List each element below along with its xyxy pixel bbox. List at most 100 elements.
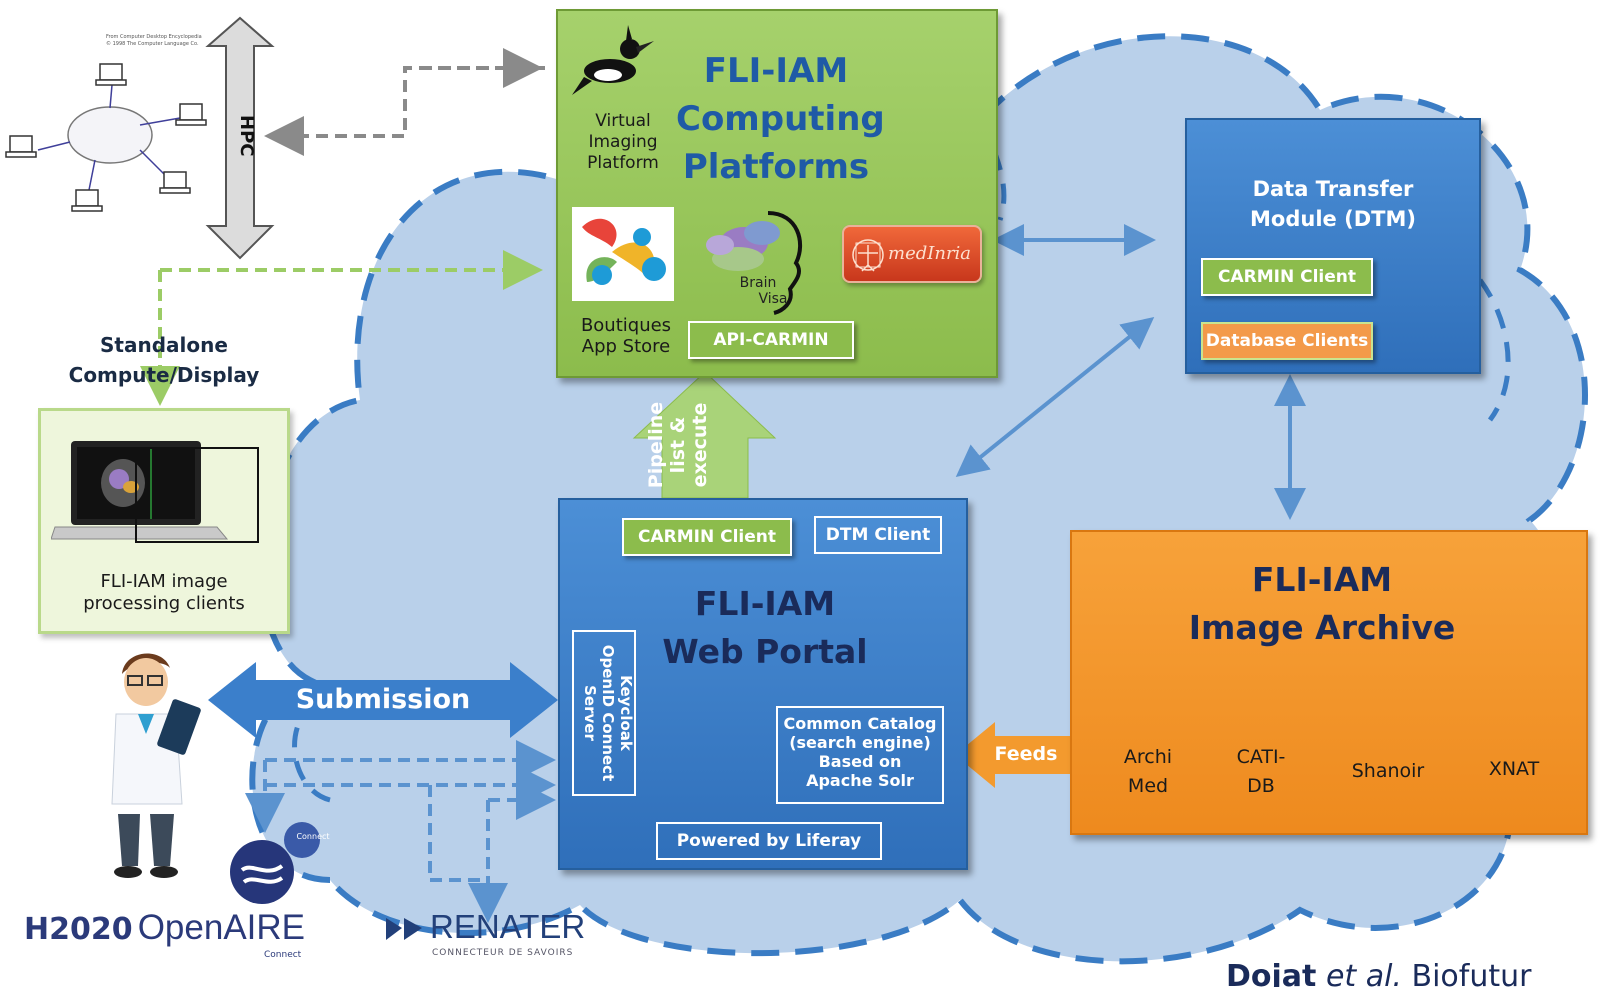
hpc-double-arrow <box>205 16 275 260</box>
brainvisa-label-line: Visa <box>758 291 788 307</box>
web-portal-box: CARMIN Client DTM Client FLI-IAM Web Por… <box>558 498 968 870</box>
portal-title-line: FLI-IAM <box>694 584 836 623</box>
computing-title-line: FLI-IAM <box>703 51 849 91</box>
api-carmin-chip: API-CARMIN <box>688 321 854 359</box>
pipeline-label-line: list & <box>667 416 689 474</box>
client-label-line: FLI-IAM image <box>100 571 228 592</box>
database-xnat: XNAT <box>1466 756 1562 786</box>
database-archimed: Archi Med <box>1092 744 1204 804</box>
portal-title-line: Web Portal <box>662 632 868 671</box>
boutiques-logo-icon <box>572 207 674 301</box>
portal-title: FLI-IAM Web Portal <box>640 580 890 676</box>
database-label-line: Med <box>1127 775 1169 797</box>
computer-icon <box>5 63 207 212</box>
connect-badge-label: Connect <box>296 832 330 841</box>
boutiques-label-line: Boutiques <box>580 315 672 336</box>
client-label-line: processing clients <box>83 593 245 614</box>
openaire-connect-icon <box>230 822 320 904</box>
dtm-title-line: Data Transfer <box>1252 177 1414 201</box>
openaire-label: OpenAIRE <box>137 908 306 947</box>
hpc-doc-line: From Computer Desktop Encyclopedia <box>106 34 202 40</box>
standalone-label-line: Standalone <box>100 333 228 357</box>
database-label-line: Shanoir <box>1351 760 1425 782</box>
keycloak-line: Keycloak <box>617 675 635 751</box>
liferay-chip: Powered by Liferay <box>656 822 882 860</box>
standalone-label-line: Compute/Display <box>68 363 260 387</box>
database-label-line: DB <box>1247 775 1275 797</box>
h2020-label: H2020 <box>24 912 133 947</box>
openaire-logo: H2020 OpenAIRE Connect <box>24 908 364 968</box>
catalog-line: (search engine) <box>789 733 931 752</box>
submission-arrow <box>208 662 558 738</box>
magpie-icon <box>572 25 654 95</box>
boutiques-label: Boutiques App Store <box>568 315 684 357</box>
pipeline-label: Pipeline list & execute <box>640 400 740 490</box>
archive-title-line: FLI-IAM <box>1251 560 1393 599</box>
vip-label-line: Virtual <box>595 111 651 131</box>
keycloak-box: Keycloak OpenID Connect Server <box>572 630 636 796</box>
medinria-label: medInria <box>888 243 972 264</box>
dtm-box: Data Transfer Module (DTM) CARMIN Client… <box>1185 118 1481 374</box>
standalone-client-box: FLI-IAM image processing clients <box>38 408 290 634</box>
brainvisa-label: Brain Visa <box>708 275 808 307</box>
keycloak-line: OpenID Connect <box>599 644 617 782</box>
screen-frame <box>135 447 259 543</box>
database-shanoir: Shanoir <box>1333 758 1443 788</box>
client-label: FLI-IAM image processing clients <box>41 571 287 615</box>
citation-etal: et al. <box>1325 959 1402 987</box>
vip-label-line: Imaging <box>588 132 658 152</box>
archive-title-line: Image Archive <box>1188 608 1456 647</box>
archive-title: FLI-IAM Image Archive <box>1112 556 1532 652</box>
hpc-doc-caption: From Computer Desktop Encyclopedia © 199… <box>106 34 256 48</box>
vip-label-line: Platform <box>587 153 659 173</box>
renater-emblem-icon <box>386 918 422 940</box>
computing-platforms-box: Virtual Imaging Platform FLI-IAM Computi… <box>556 9 998 378</box>
submission-label: Submission <box>295 684 471 715</box>
hpc-doc-line: © 1998 The Computer Language Co. <box>106 41 199 47</box>
hpc-network <box>37 84 181 196</box>
openaire-sub-label: Connect <box>264 950 302 960</box>
pipeline-label-line: execute <box>689 402 711 488</box>
computing-title-line: Computing <box>676 99 885 139</box>
citation-journal: Biofutur <box>1411 959 1532 987</box>
hpc-link-arrow <box>264 66 545 156</box>
database-clients-chip: Database Clients <box>1201 322 1373 360</box>
dtm-title: Data Transfer Module (DTM) <box>1187 174 1479 234</box>
renater-sub-label: CONNECTEUR DE SAVOIRS <box>432 948 574 958</box>
computing-title: FLI-IAM Computing Platforms <box>676 47 885 191</box>
feeds-arrow <box>955 722 1070 788</box>
keycloak-line: Server <box>581 685 599 741</box>
dtm-title-line: Module (DTM) <box>1250 207 1416 231</box>
pipeline-label-line: Pipeline <box>645 401 667 489</box>
vitruvian-icon <box>852 239 884 272</box>
database-label-line: Archi <box>1123 746 1173 768</box>
database-label-line: XNAT <box>1488 758 1540 780</box>
pipeline-label-rotated: Pipeline list & execute <box>645 390 735 500</box>
database-cati-db: CATI- DB <box>1223 744 1299 804</box>
portal-carmin-chip: CARMIN Client <box>622 518 792 556</box>
computing-title-line: Platforms <box>682 147 870 187</box>
dtm-portal-arrow <box>955 316 1155 478</box>
image-archive-box: FLI-IAM Image Archive <box>1070 530 1588 835</box>
user-link-arrows <box>245 740 556 923</box>
common-catalog-box: Common Catalog (search engine) Based on … <box>776 706 944 804</box>
keycloak-rotated: Keycloak OpenID Connect Server <box>575 630 635 796</box>
database-label-line: CATI- <box>1236 746 1286 768</box>
standalone-label: Standalone Compute/Display <box>54 330 274 390</box>
boutiques-label-line: App Store <box>581 336 671 357</box>
catalog-line: Common Catalog <box>783 714 937 733</box>
dtm-carmin-chip: CARMIN Client <box>1201 258 1373 296</box>
portal-dtm-chip: DTM Client <box>814 516 942 554</box>
vip-label: Virtual Imaging Platform <box>578 111 668 174</box>
citation: Dojat et al. Biofutur <box>1226 956 1604 987</box>
citation-author: Dojat <box>1226 959 1317 987</box>
medinria-logo: medInria <box>842 225 982 283</box>
hpc-label: HPC <box>236 115 257 157</box>
renater-logo: RENATER CONNECTEUR DE SAVOIRS <box>384 908 604 968</box>
renater-label: RENATER <box>430 908 586 945</box>
user-figure-icon <box>111 653 201 878</box>
catalog-line: Apache Solr <box>806 771 914 790</box>
feeds-label: Feeds <box>994 743 1058 765</box>
brainvisa-label-line: Brain <box>739 275 777 291</box>
brainvisa-logo-icon <box>706 211 803 315</box>
